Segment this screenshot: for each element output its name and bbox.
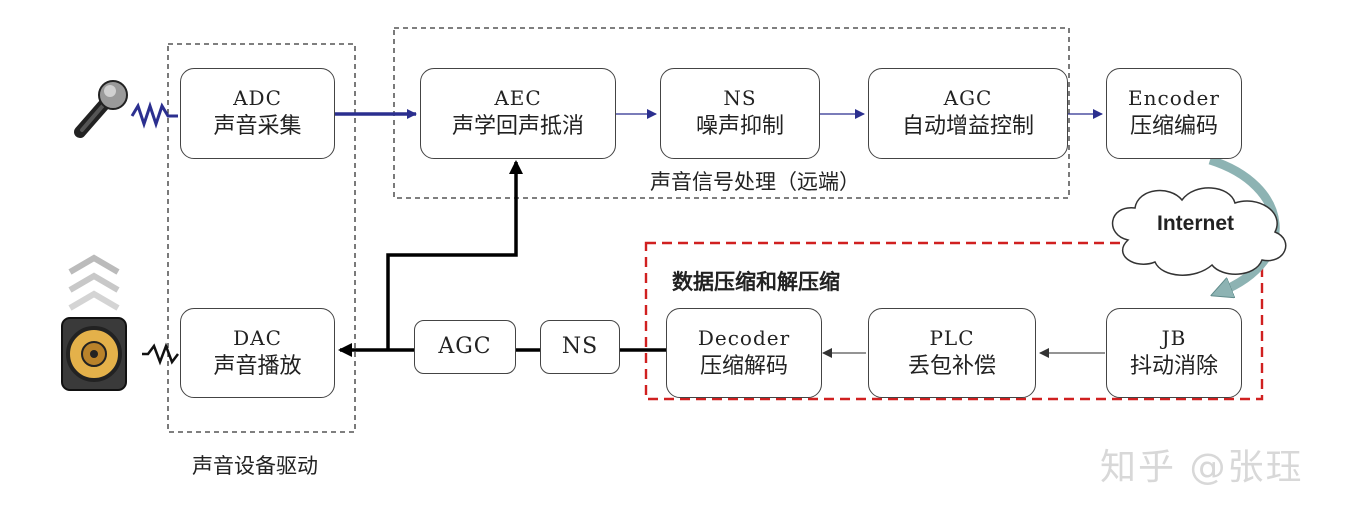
speaker-wave-icon: [142, 342, 179, 366]
agc-bottom-block: AGC: [414, 320, 516, 374]
driver-group-border: [167, 43, 356, 433]
decoder-title: Decoder: [697, 325, 791, 350]
decoder-block: Decoder 压缩解码: [666, 308, 822, 398]
agc-top-block: AGC 自动增益控制: [868, 68, 1068, 159]
microphone-icon: [74, 80, 128, 138]
encoder-block: Encoder 压缩编码: [1106, 68, 1242, 159]
dac-block: DAC 声音播放: [180, 308, 335, 398]
plc-block: PLC 丢包补偿: [868, 308, 1036, 398]
far-end-group-label: 声音信号处理（远端）: [650, 170, 860, 194]
decoder-subtitle: 压缩解码: [699, 353, 788, 379]
agc-top-title: AGC: [943, 86, 993, 111]
aec-title: AEC: [494, 86, 542, 111]
arrow-reference-to-aec: [386, 160, 523, 350]
adc-subtitle: 声音采集: [213, 114, 302, 140]
adc-title: ADC: [233, 86, 282, 111]
adc-block: ADC 声音采集: [180, 68, 335, 159]
ns-top-subtitle: 噪声抑制: [695, 114, 784, 140]
jb-block: JB 抖动消除: [1106, 308, 1242, 398]
ns-top-title: NS: [723, 86, 757, 111]
speaker-icon: [61, 254, 127, 391]
ns-top-block: NS 噪声抑制: [660, 68, 820, 159]
encoder-title: Encoder: [1128, 86, 1220, 111]
aec-block: AEC 声学回声抵消: [420, 68, 616, 159]
sound-wave-icon: [130, 101, 178, 129]
encoder-subtitle: 压缩编码: [1129, 114, 1218, 140]
aec-subtitle: 声学回声抵消: [451, 114, 584, 140]
cloud-icon: [1111, 187, 1287, 276]
codec-group-border: [644, 241, 1264, 401]
ns-bottom-block: NS: [540, 320, 620, 374]
dac-title: DAC: [233, 325, 282, 350]
jb-subtitle: 抖动消除: [1129, 353, 1218, 379]
agc-bottom-title: AGC: [438, 334, 492, 360]
watermark: 知乎 @张珏: [1100, 447, 1304, 488]
driver-group-label: 声音设备驱动: [192, 454, 318, 478]
internet-label: Internet: [1157, 212, 1235, 235]
agc-top-subtitle: 自动增益控制: [901, 114, 1034, 140]
jb-title: JB: [1161, 325, 1187, 350]
plc-title: PLC: [929, 325, 975, 350]
dac-subtitle: 声音播放: [213, 353, 302, 379]
codec-group-label: 数据压缩和解压缩: [672, 269, 840, 294]
plc-subtitle: 丢包补偿: [907, 353, 996, 379]
ns-bottom-title: NS: [561, 334, 599, 360]
